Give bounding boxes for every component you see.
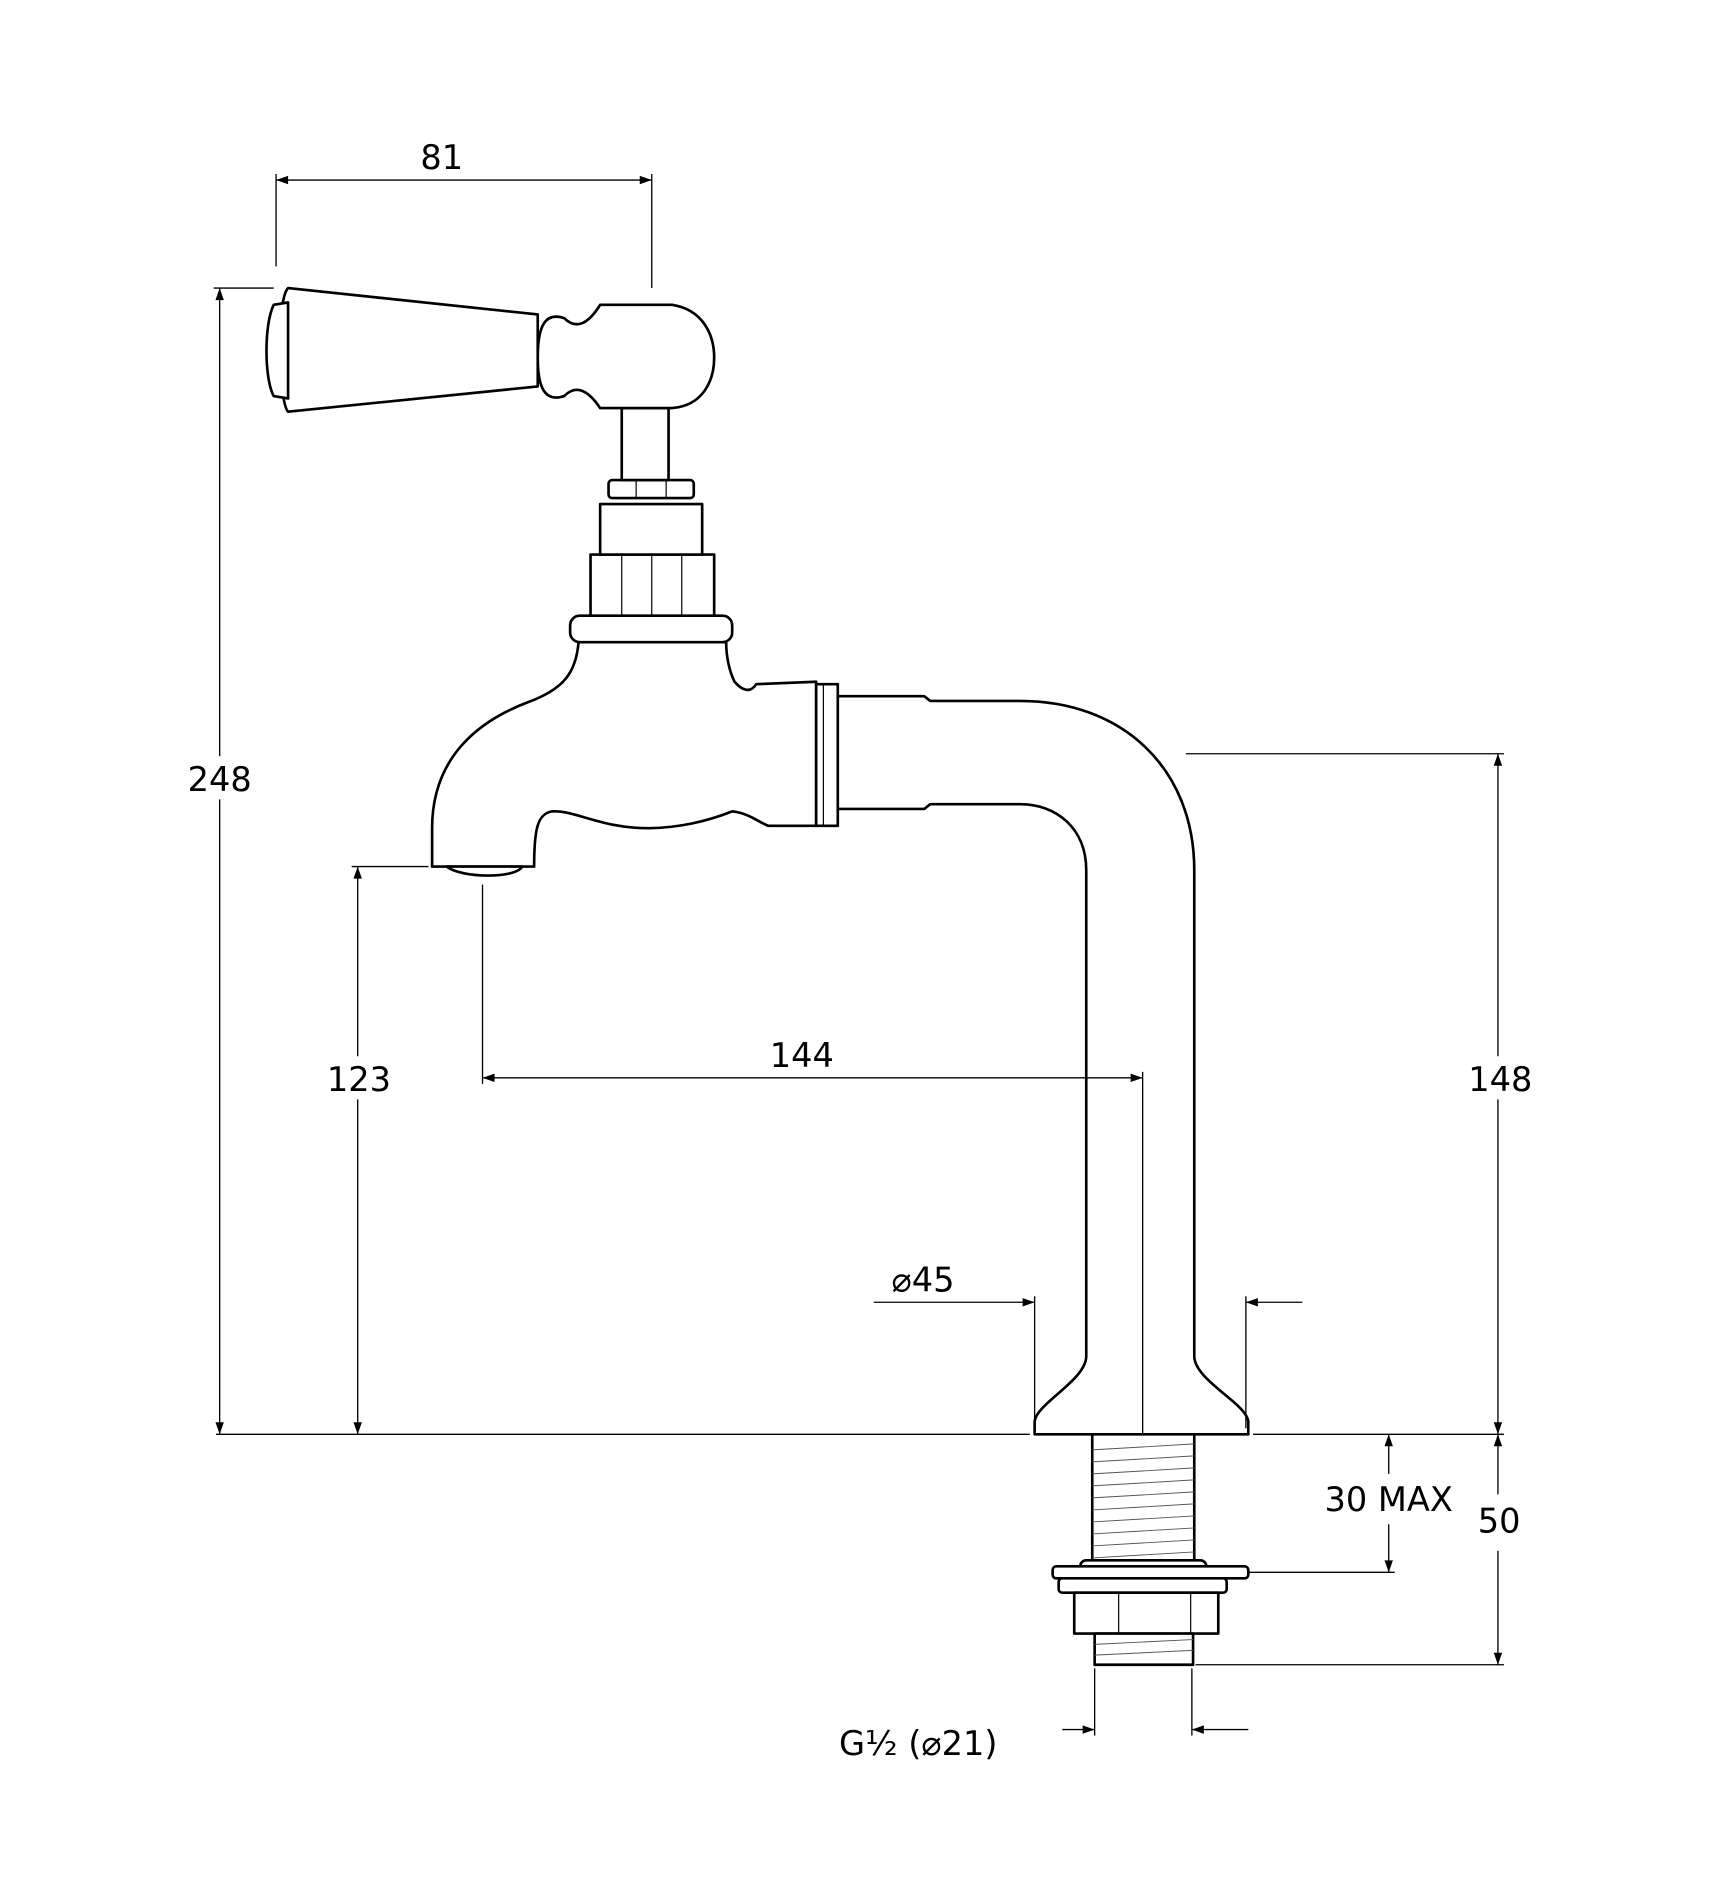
dimension-labels: 81 248 123 144 148 ⌀45 30 MAX 50 G½ (⌀21… — [180, 138, 1537, 1763]
spindle — [620, 406, 670, 482]
handle-cap — [265, 301, 290, 400]
handle-hub — [536, 303, 716, 410]
dim-base-diameter: ⌀45 — [892, 1260, 955, 1299]
dim-pipe-height: 148 — [1468, 1060, 1532, 1099]
faucet — [265, 286, 1250, 1436]
spout-outlet — [445, 865, 524, 877]
dim-overall-height: 248 — [188, 760, 252, 799]
dimension-lines — [213, 174, 1504, 1736]
collar — [568, 614, 734, 644]
dim-thread-size: G½ (⌀21) — [839, 1724, 997, 1763]
dim-spout-height: 123 — [327, 1060, 391, 1099]
dim-spout-reach: 144 — [770, 1036, 834, 1075]
dim-max-deck-thickness: 30 MAX — [1325, 1480, 1453, 1519]
dim-shank-length: 50 — [1478, 1502, 1521, 1541]
dim-handle-width: 81 — [420, 138, 463, 177]
spout-body — [430, 640, 818, 868]
spindle-nut — [607, 478, 696, 500]
back-nut — [1072, 1591, 1220, 1635]
handle-lever — [278, 286, 540, 414]
shank — [1051, 1432, 1250, 1667]
bonnet — [598, 502, 704, 556]
pipe — [826, 694, 1250, 1436]
flange-plate — [1051, 1565, 1250, 1580]
pipe-ring — [814, 682, 840, 828]
